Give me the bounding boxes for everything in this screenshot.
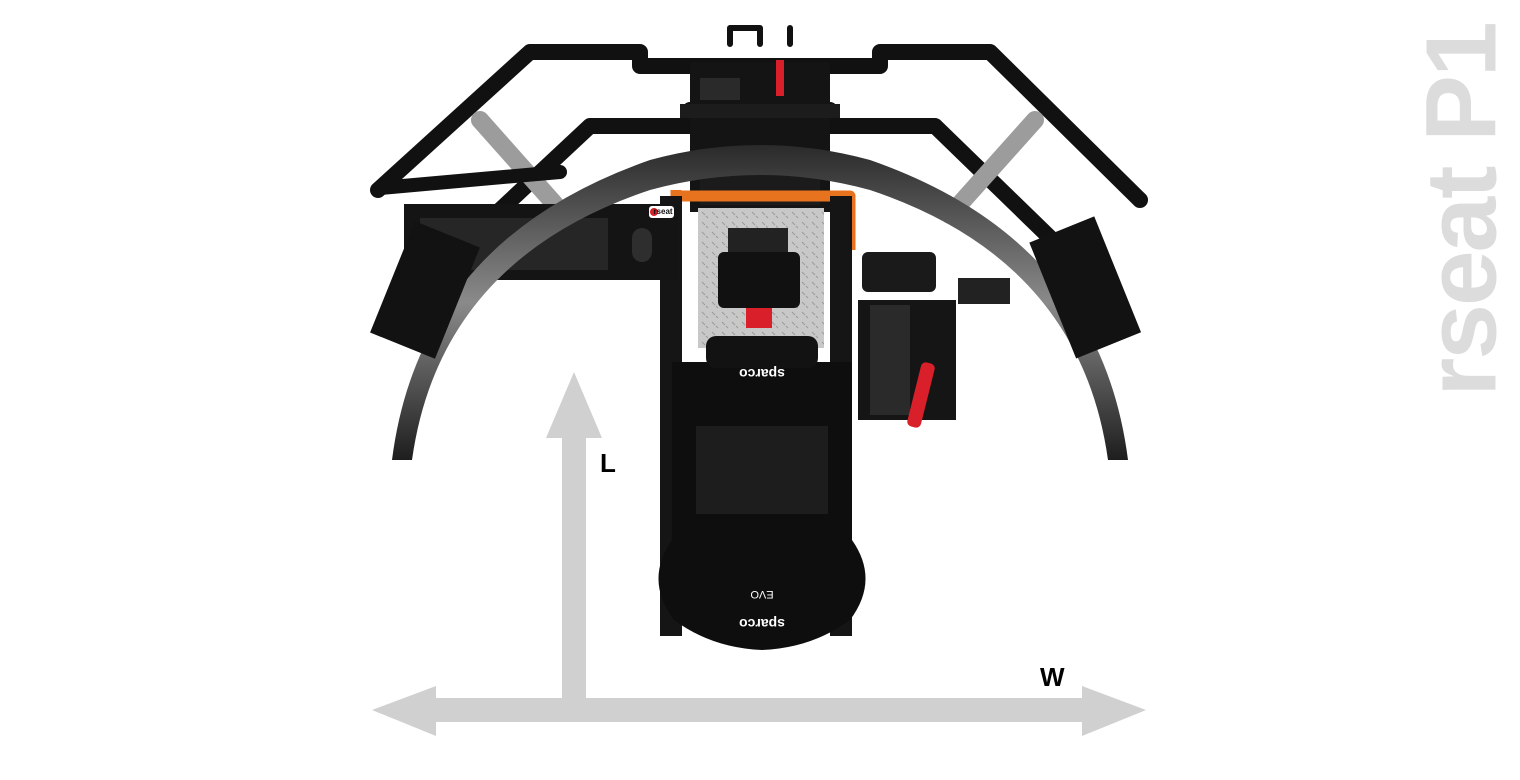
width-label: W — [1040, 662, 1065, 692]
seat-brand-bottom: sparco — [739, 616, 785, 632]
length-arrow-head — [546, 372, 602, 438]
product-title-watermark: rseat P1 — [1405, 23, 1518, 397]
width-arrow-head-right — [1082, 686, 1146, 736]
wheel-base — [718, 228, 800, 328]
seat — [658, 336, 866, 650]
center-mount-block — [680, 60, 840, 212]
seat-model-label: EVO — [750, 588, 774, 600]
length-label: L — [600, 448, 616, 478]
width-arrow-shaft — [430, 698, 1090, 722]
length-arrow-shaft — [562, 430, 586, 712]
seat-brand-top: sparco — [739, 366, 785, 382]
shifter-plate — [858, 252, 1010, 428]
width-arrow-head-left — [372, 686, 436, 736]
side-mounts — [370, 216, 1142, 359]
rseat-logo-badge: rseat — [653, 207, 673, 216]
monitor-frame — [370, 25, 1148, 270]
dimension-arrows — [372, 372, 1146, 736]
